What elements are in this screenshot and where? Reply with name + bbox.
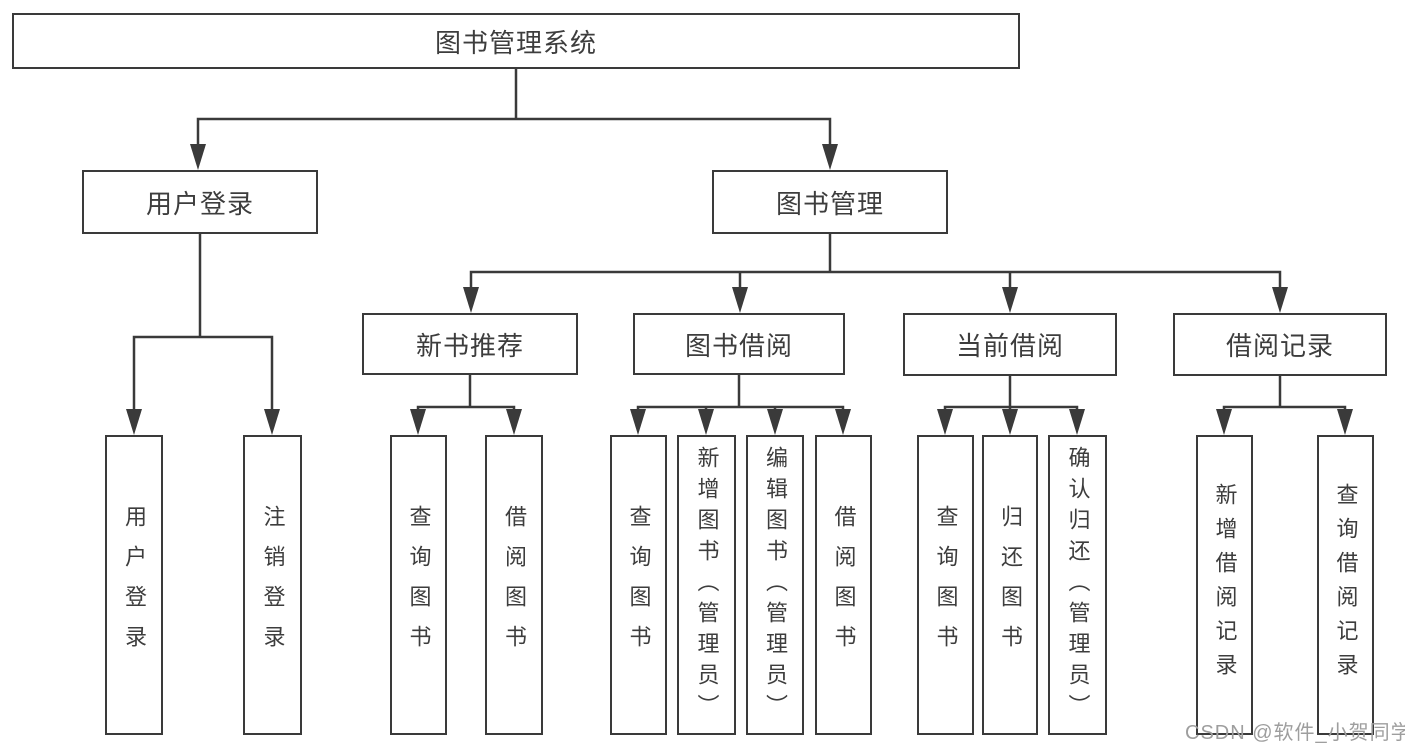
node-label: 注销登录 <box>260 505 286 665</box>
node-label: 图书借阅 <box>684 330 793 361</box>
node-label: 当前借阅 <box>955 331 1064 361</box>
node-label: 新书推荐 <box>415 330 524 361</box>
leaf-edit-books-admin: 编辑图书（管理员） <box>746 435 804 735</box>
leaf-search-borrow-record: 查询借阅记录 <box>1317 435 1374 735</box>
leaf-confirm-return-admin: 确认归还（管理员） <box>1048 435 1107 735</box>
arrowheads <box>126 144 1353 435</box>
node-label: 用户登录 <box>145 188 254 219</box>
leaf-borrow-books: 借阅图书 <box>815 435 872 735</box>
node-label: 归还图书 <box>998 505 1023 665</box>
node-label: 借阅图书 <box>831 505 857 665</box>
node-label: 用户登录 <box>122 505 147 665</box>
node-label: 图书管理系统 <box>434 27 597 58</box>
node-user-login: 用户登录 <box>82 170 318 234</box>
leaf-logout: 注销登录 <box>243 435 302 735</box>
node-book-borrowing: 图书借阅 <box>633 313 845 375</box>
node-label: 图书管理 <box>775 188 884 219</box>
leaf-search-books-recommend: 查询图书 <box>390 435 447 735</box>
node-label: 确认归还（管理员） <box>1065 445 1091 725</box>
node-label: 新增借阅记录 <box>1212 483 1238 687</box>
leaf-borrow-books-recommend: 借阅图书 <box>485 435 543 735</box>
node-book-management: 图书管理 <box>712 170 948 234</box>
node-label: 编辑图书（管理员） <box>763 445 788 725</box>
leaf-user-login: 用户登录 <box>105 435 163 735</box>
node-label: 新增图书（管理员） <box>694 445 720 725</box>
node-new-book-recommendation: 新书推荐 <box>362 313 578 375</box>
node-label: 查询图书 <box>626 505 652 665</box>
leaf-add-books-admin: 新增图书（管理员） <box>677 435 736 735</box>
node-label: 查询图书 <box>406 505 432 665</box>
leaf-add-borrow-record: 新增借阅记录 <box>1196 435 1253 735</box>
leaf-search-books-current: 查询图书 <box>917 435 974 735</box>
node-borrowing-records: 借阅记录 <box>1173 313 1387 376</box>
node-label: 查询图书 <box>933 505 959 665</box>
node-label: 借阅记录 <box>1225 331 1334 361</box>
node-label: 借阅图书 <box>502 505 527 665</box>
node-current-borrowing: 当前借阅 <box>903 313 1117 376</box>
csdn-watermark: CSDN @软件_小贺同学 <box>1185 722 1405 744</box>
leaf-search-books-borrow: 查询图书 <box>610 435 667 735</box>
leaf-return-books: 归还图书 <box>982 435 1038 735</box>
node-label: 查询借阅记录 <box>1333 483 1359 687</box>
node-library-management-system: 图书管理系统 <box>12 13 1020 69</box>
